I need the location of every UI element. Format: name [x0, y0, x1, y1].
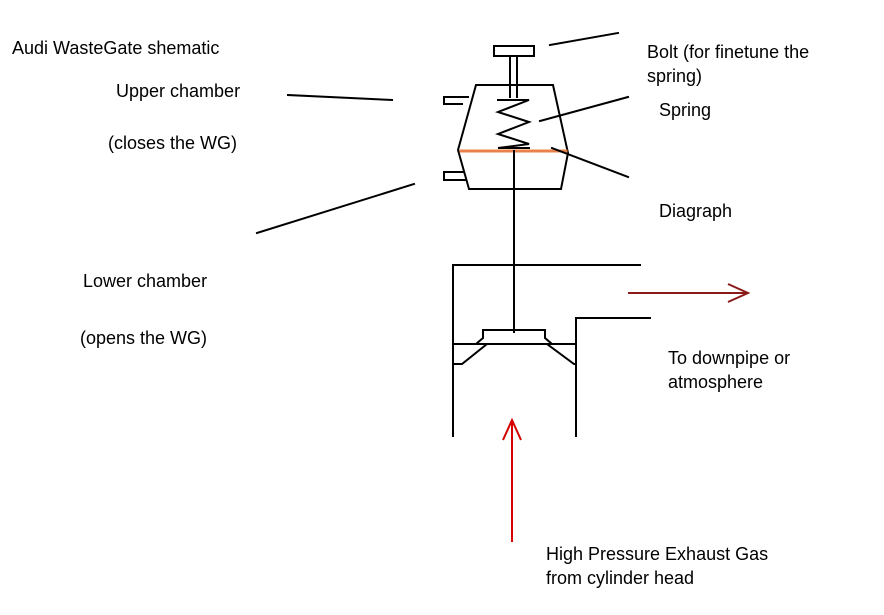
bolt-label-line1: Bolt (for finetune the — [647, 42, 810, 62]
exhaust-label-line2: from cylinder head — [546, 568, 695, 588]
opens-wg-label: (opens the WG) — [80, 328, 208, 348]
spring-label: Spring — [659, 100, 712, 120]
diagraph-label: Diagraph — [659, 201, 733, 221]
spring-icon — [495, 99, 532, 149]
wastegate-body — [452, 264, 651, 437]
valve-head — [473, 329, 555, 345]
bolt-icon — [493, 45, 535, 98]
upper-chamber-label: Upper chamber — [116, 81, 241, 101]
closes-wg-label: (closes the WG) — [108, 133, 238, 153]
bolt-label-line2: spring) — [647, 66, 703, 86]
arrow-right-icon — [628, 283, 751, 303]
valve-seat — [452, 343, 577, 365]
actuator-housing — [443, 84, 570, 190]
lower-chamber-label: Lower chamber — [83, 271, 208, 291]
arrow-up-icon — [502, 417, 522, 542]
leader-lines — [255, 31, 630, 235]
downpipe-label-line2: atmosphere — [668, 372, 764, 392]
exhaust-label-line1: High Pressure Exhaust Gas — [546, 544, 769, 564]
downpipe-label-line1: To downpipe or — [668, 348, 791, 368]
diagram-title: Audi WasteGate shematic — [12, 38, 220, 58]
